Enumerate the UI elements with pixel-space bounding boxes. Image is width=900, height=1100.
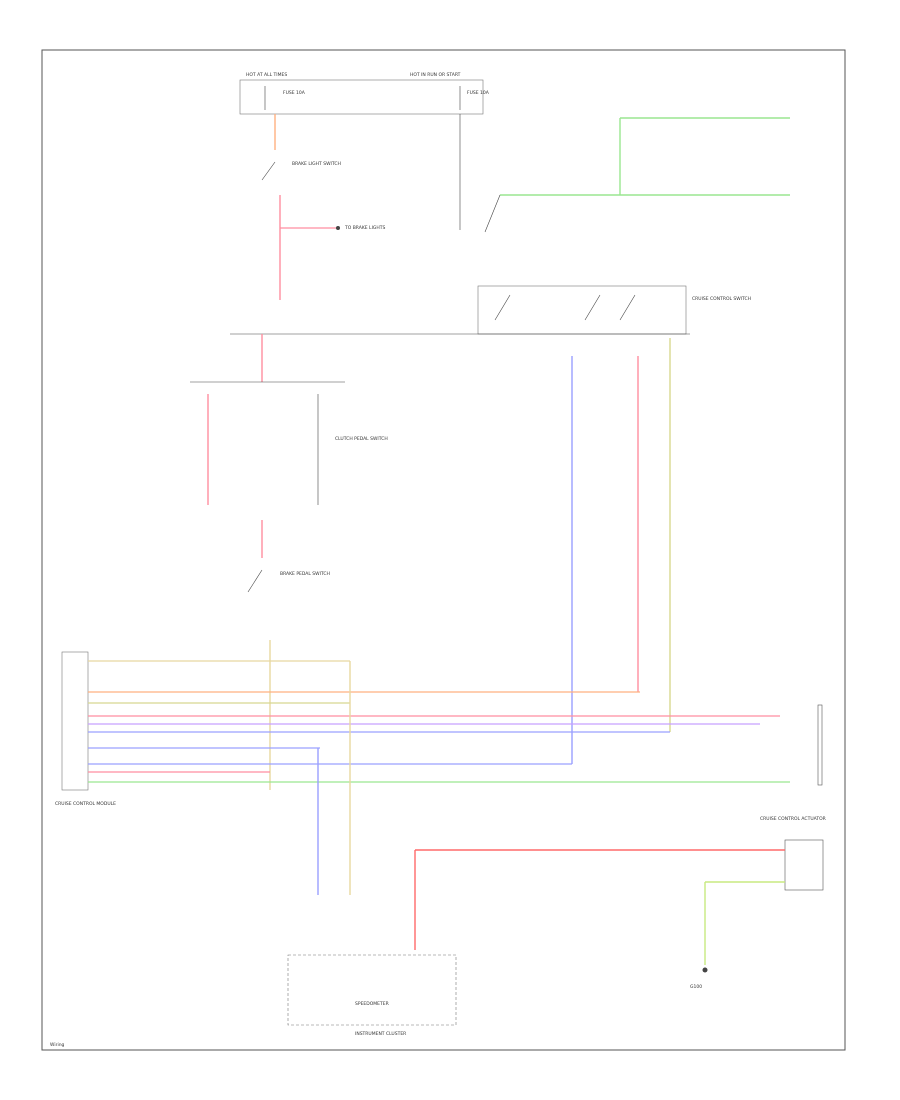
left-feed: BRAKE LIGHT SWITCH TO BRAKE LIGHTS [261,114,386,300]
harness-wires [88,660,790,783]
right-feed [459,114,790,233]
cruise-switch-label: CRUISE CONTROL SWITCH [692,296,751,302]
instrument-cluster: SPEEDOMETER INSTRUMENT CLUSTER [287,954,457,1037]
brake-lights-label: TO BRAKE LIGHTS [344,225,386,231]
actuator-label: CRUISE CONTROL ACTUATOR [760,816,826,822]
left-branch: CLUTCH PEDAL SWITCH BRAKE PEDAL SWITCH [190,334,388,790]
fuse-right-label: FUSE 10A [467,90,490,96]
fuse-box: HOT AT ALL TIMES HOT IN RUN OR START FUS… [239,72,490,115]
fuse-box-right-label: HOT IN RUN OR START [410,72,461,78]
fuse-left-label: FUSE 10A [283,90,306,96]
cruise-module: CRUISE CONTROL MODULE [55,651,116,807]
cluster-label: INSTRUMENT CLUSTER [355,1031,406,1037]
cruise-module-label: CRUISE CONTROL MODULE [55,801,116,807]
speedometer-label: SPEEDOMETER [355,1001,389,1007]
brake-pedal-switch-label: BRAKE PEDAL SWITCH [280,571,330,577]
diagram-frame [41,49,846,1051]
fuse-box-left-label: HOT AT ALL TIMES [246,72,287,78]
footer-label: Wiring [50,1042,65,1048]
cruise-switch: CRUISE CONTROL SWITCH [477,285,751,335]
ground-label: G100 [690,984,702,990]
actuator: CRUISE CONTROL ACTUATOR G100 [414,704,826,990]
clutch-switch-label: CLUTCH PEDAL SWITCH [335,436,388,442]
brake-switch-label: BRAKE LIGHT SWITCH [292,161,341,167]
